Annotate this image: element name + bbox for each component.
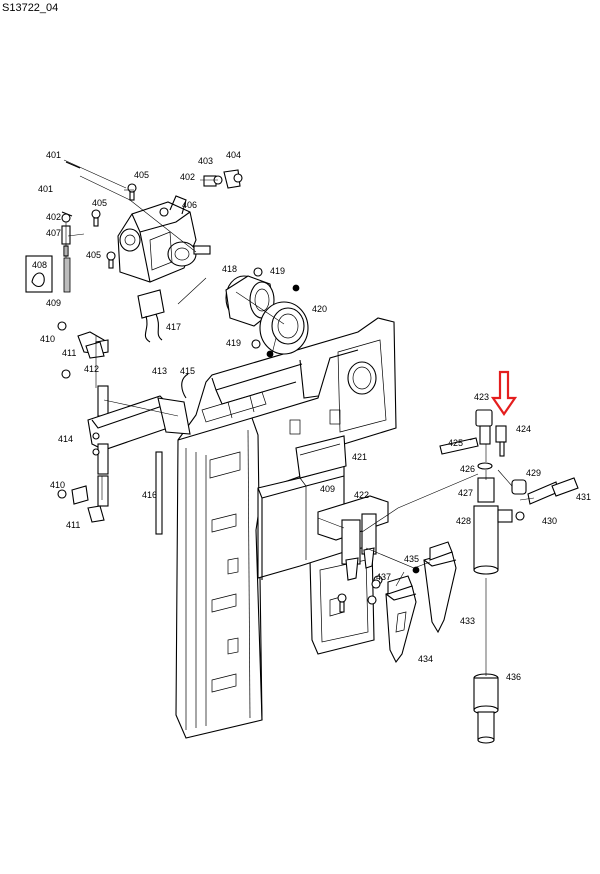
label-411-upper: 411 — [62, 348, 76, 358]
label-427: 427 — [458, 488, 473, 498]
label-424: 424 — [516, 424, 531, 434]
spout-433 — [423, 541, 457, 634]
label-422: 422 — [354, 490, 369, 500]
highlight-arrow — [490, 370, 518, 416]
label-401-upper: 401 — [46, 150, 61, 160]
label-434: 434 — [418, 654, 433, 664]
label-402-left: 402 — [46, 212, 61, 222]
part-436 — [473, 673, 499, 744]
label-416: 416 — [142, 490, 157, 500]
label-415: 415 — [180, 366, 195, 376]
label-431: 431 — [576, 492, 591, 502]
label-411-lower: 411 — [66, 520, 80, 530]
label-435: 435 — [404, 554, 419, 564]
label-402-right: 402 — [180, 172, 195, 182]
label-425: 425 — [448, 438, 463, 448]
label-420: 420 — [312, 304, 327, 314]
label-410-lower: 410 — [50, 480, 65, 490]
label-409-drawer: 409 — [320, 484, 335, 494]
label-405-top: 405 — [134, 170, 149, 180]
valve-assembly-428 — [439, 409, 513, 575]
main-frame — [175, 317, 397, 739]
spout-434 — [385, 575, 417, 664]
label-437: 437 — [376, 572, 391, 582]
bracket-412 — [77, 331, 191, 535]
label-404: 404 — [226, 150, 241, 160]
label-407: 407 — [46, 228, 61, 238]
dispenser-422 — [317, 495, 389, 581]
clip-411 — [71, 341, 105, 523]
label-426: 426 — [460, 464, 475, 474]
ring-420 — [259, 284, 309, 358]
label-421: 421 — [352, 452, 367, 462]
label-408: 408 — [32, 260, 47, 270]
label-409-left: 409 — [46, 298, 61, 308]
label-419-lower: 419 — [226, 338, 241, 348]
box-408 — [25, 255, 53, 293]
leader-lines — [63, 159, 535, 676]
label-410-upper: 410 — [40, 334, 55, 344]
drawer-409 — [257, 435, 347, 580]
part-labels: 401 401 402 402 403 404 405 405 405 406 … — [32, 150, 591, 682]
label-403: 403 — [198, 156, 213, 166]
label-436: 436 — [506, 672, 521, 682]
label-418: 418 — [222, 264, 237, 274]
label-406: 406 — [182, 200, 197, 210]
label-430: 430 — [542, 516, 557, 526]
label-419-upper: 419 — [270, 266, 285, 276]
label-423: 423 — [474, 392, 489, 402]
label-405-low: 405 — [86, 250, 101, 260]
label-412: 412 — [84, 364, 99, 374]
label-428: 428 — [456, 516, 471, 526]
gear-assembly-406 — [117, 195, 211, 283]
figure-id: S13722_04 — [2, 2, 59, 14]
nozzle-431 — [511, 477, 579, 505]
label-405-mid: 405 — [92, 198, 107, 208]
fitting-403-404 — [203, 169, 243, 189]
label-401-lower: 401 — [38, 184, 53, 194]
label-417: 417 — [166, 322, 181, 332]
label-429: 429 — [526, 468, 541, 478]
label-413: 413 — [152, 366, 167, 376]
connector-417 — [137, 289, 165, 343]
label-433: 433 — [460, 616, 475, 626]
label-414: 414 — [58, 434, 73, 444]
misc-washers — [371, 511, 525, 589]
